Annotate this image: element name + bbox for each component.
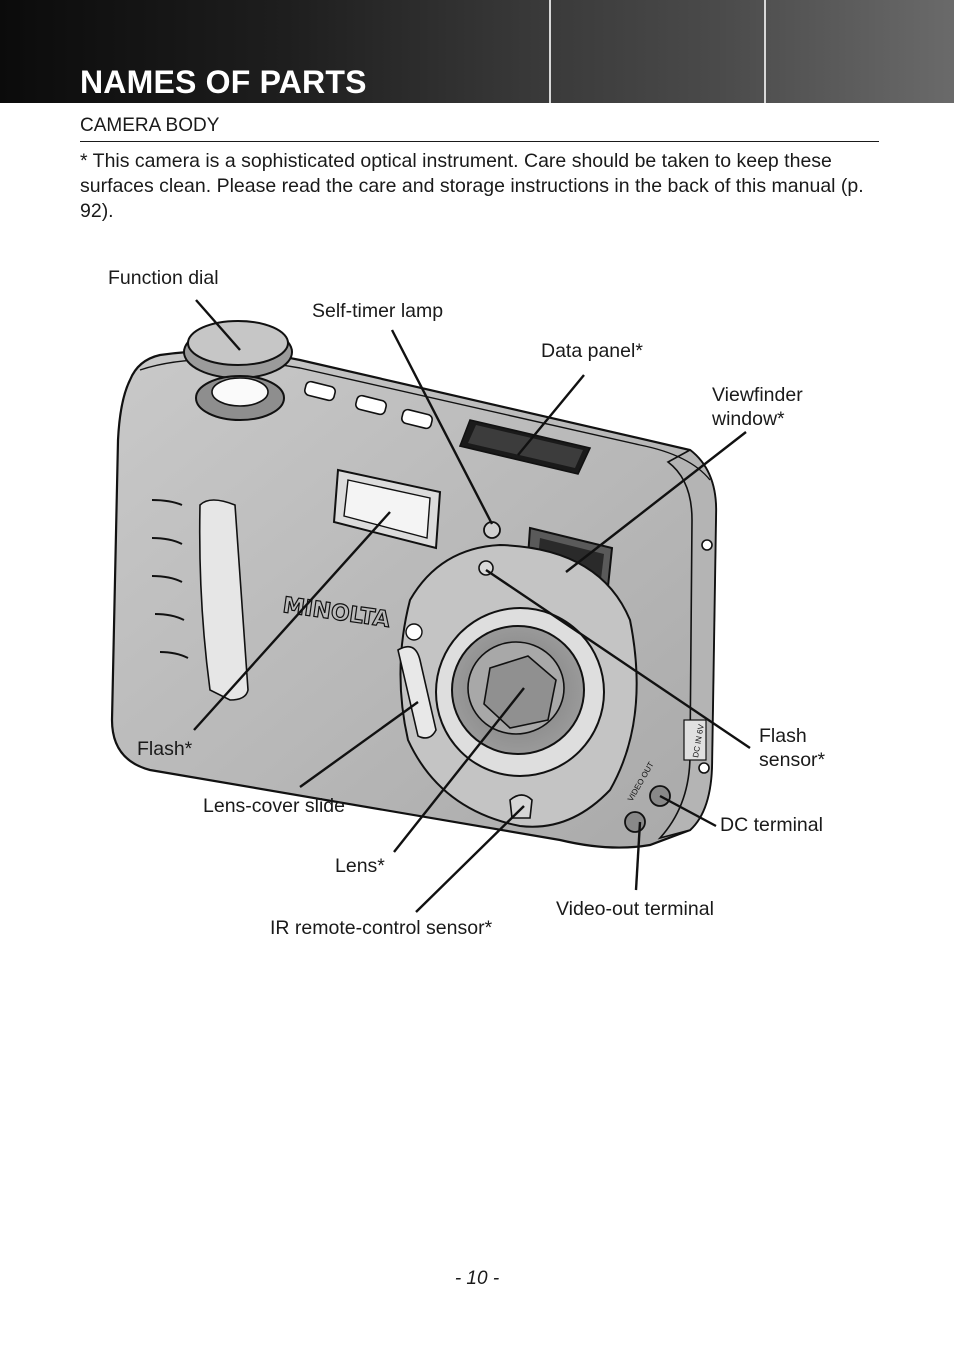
leader-data-panel xyxy=(517,374,585,456)
page-number: - 10 - xyxy=(454,1268,500,1289)
leader-flash xyxy=(193,511,391,731)
top-buttons-icon xyxy=(304,380,433,430)
callout-lens: Lens* xyxy=(335,855,385,877)
leader-lines xyxy=(193,299,751,913)
self-timer-lamp-icon xyxy=(483,521,501,539)
callout-dc-terminal: DC terminal xyxy=(720,814,823,836)
callout-self-timer-lamp: Self-timer lamp xyxy=(312,300,444,322)
section-heading: CAMERA BODY xyxy=(80,115,220,136)
page-title: NAMES OF PARTS xyxy=(80,64,367,100)
header-divider xyxy=(764,0,766,103)
video-out-terminal-icon xyxy=(624,811,646,833)
leader-self-timer xyxy=(390,329,494,525)
leader-lens-cover xyxy=(299,701,419,788)
leader-video-out xyxy=(634,821,642,891)
callout-viewfinder-window: Viewfinder window* xyxy=(712,384,803,430)
callout-lens-cover-slide: Lens-cover slide xyxy=(203,795,345,817)
leader-viewfinder xyxy=(565,431,747,573)
flash-window-icon xyxy=(332,468,442,550)
callout-flash-sensor: Flash sensor* xyxy=(759,725,826,771)
leader-dc-terminal xyxy=(659,794,717,828)
care-note: * This camera is a sophisticated optical… xyxy=(80,150,864,222)
ir-remote-sensor-icon xyxy=(509,794,533,819)
camera-illustration: MINOLTA DC IN 6V VIDEO OUT xyxy=(110,299,751,913)
leader-flash-sensor xyxy=(485,569,751,749)
header-divider xyxy=(549,0,551,103)
leader-ir-sensor xyxy=(415,805,525,913)
callout-flash: Flash* xyxy=(137,738,193,760)
leader-lens xyxy=(393,687,525,853)
header-band xyxy=(0,0,954,103)
section-divider xyxy=(80,141,879,142)
shutter-button-icon xyxy=(195,375,285,421)
callout-video-out-terminal: Video-out terminal xyxy=(556,898,714,920)
callout-function-dial: Function dial xyxy=(108,267,219,289)
function-dial-icon xyxy=(183,320,293,379)
lens-cover-slide-icon xyxy=(397,645,437,739)
leader-function-dial xyxy=(195,299,241,351)
callout-data-panel: Data panel* xyxy=(541,340,643,362)
callout-ir-remote-sensor: IR remote-control sensor* xyxy=(270,917,493,939)
